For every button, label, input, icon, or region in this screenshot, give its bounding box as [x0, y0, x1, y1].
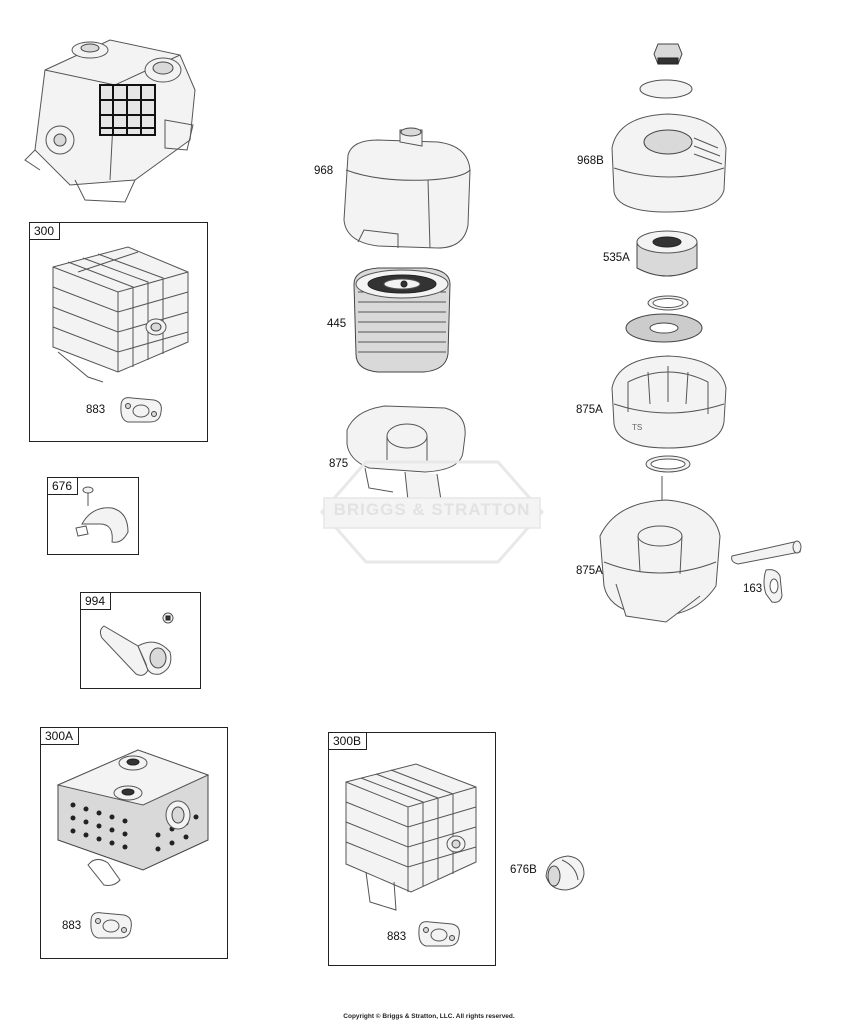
kit-box-300a: 300A	[40, 727, 228, 959]
deflector-676b-illustration	[545, 855, 585, 891]
svg-text:TS: TS	[632, 423, 642, 432]
gasket-ring-illustration	[645, 455, 691, 473]
callout-676b: 676B	[510, 864, 537, 876]
kit-box-300: 300	[29, 222, 208, 442]
kit-box-300b: 300B	[328, 732, 496, 966]
muffler-300a-illustration	[56, 749, 210, 886]
kit-number-300: 300	[29, 222, 61, 240]
spark-arrester-994-illustration	[99, 612, 174, 676]
callout-968b: 968B	[577, 155, 604, 167]
pre-cleaner-535a-illustration	[636, 230, 698, 277]
gasket-163-illustration	[763, 569, 783, 603]
callout-875: 875	[329, 458, 349, 470]
callout-875a: 875A	[576, 404, 603, 416]
callout-875a: 875A	[576, 565, 603, 577]
callout-445: 445	[327, 318, 347, 330]
washer-illustration	[639, 79, 693, 99]
callout-883: 883	[387, 931, 407, 943]
air-cleaner-cover-968b-illustration	[611, 113, 727, 213]
deflector-676-illustration	[75, 486, 129, 543]
air-cleaner-cover-968-illustration	[343, 127, 471, 249]
screen-illustration	[625, 313, 703, 343]
kit-number-994: 994	[80, 592, 112, 610]
briggs-stratton-watermark	[320, 460, 544, 564]
seal-ring-illustration	[647, 295, 689, 311]
wing-nut-illustration	[653, 43, 683, 65]
callout-163: 163	[743, 583, 763, 595]
kit-number-300b: 300B	[328, 732, 368, 750]
callout-968: 968	[314, 165, 334, 177]
callout-535a: 535A	[603, 252, 630, 264]
engine-overview-illustration	[24, 39, 196, 203]
gasket-883-illustration	[120, 397, 162, 423]
gasket-883-illustration	[418, 921, 460, 947]
copyright-notice: Copyright © Briggs & Stratton, LLC. All …	[343, 1013, 515, 1020]
muffler-guard-300b-illustration	[345, 763, 477, 911]
muffler-guard-300-illustration	[52, 246, 189, 383]
air-cleaner-base-875a-illustration	[599, 476, 721, 623]
kit-box-676: 676	[47, 477, 139, 555]
callout-883: 883	[86, 404, 106, 416]
kit-box-994: 994	[80, 592, 201, 689]
watermark-text: BRIGGS & STRATTON	[333, 500, 531, 519]
kit-number-300a: 300A	[40, 727, 80, 745]
air-cleaner-body-875a-illustration: TS	[611, 355, 727, 449]
breather-tube-illustration	[731, 540, 802, 565]
gasket-883-illustration	[90, 912, 132, 939]
air-filter-445-illustration	[353, 267, 451, 373]
kit-number-676: 676	[47, 477, 79, 495]
callout-883: 883	[62, 920, 82, 932]
